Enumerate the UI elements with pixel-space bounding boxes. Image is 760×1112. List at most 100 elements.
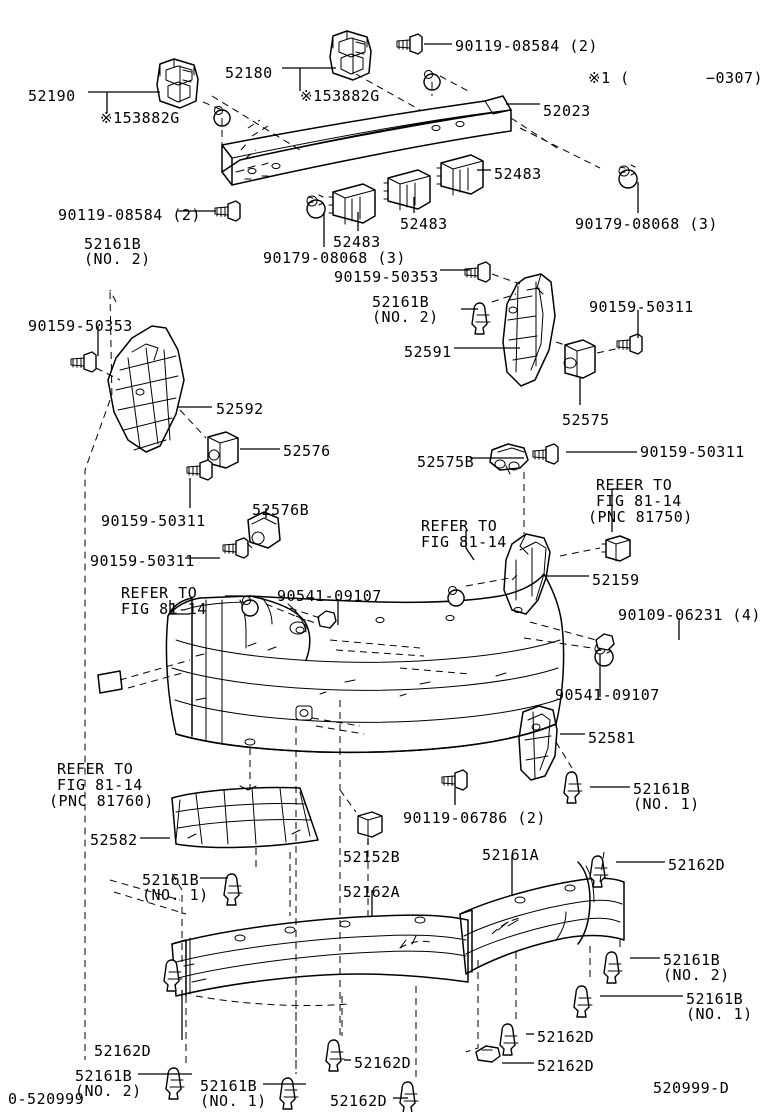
part-label-l90119a: 90119-08584 (2) [455,37,598,55]
bolt-90119-08584-top [396,33,423,55]
part-label-l52161Bh: 52161B [200,1077,258,1095]
clip-52162D-d [163,959,183,992]
part-label-l52576B: 52576B [252,501,310,519]
clip-52161B-no1-52581 [563,771,583,804]
part-label-l52161Be: 52161B [663,951,721,969]
part-label-l52180s: ※153882G [300,87,380,105]
part-label-l90159e: 90159-50311 [90,552,195,570]
reinforcement-beam-52023 [221,95,512,186]
part-label-lref1c: (PNC 81750) [588,508,693,526]
part-label-l52161Bg: 52161B [75,1067,133,1085]
part-label-lref2b: FIG 81-14 [421,533,507,551]
energy-absorber-52483-center [383,169,431,211]
part-label-l52161Bg2: (NO. 2) [75,1082,142,1100]
bolt-90159-50353-right [464,261,491,283]
grommet-refer-81714 [241,595,259,617]
retainer-52591-art [502,273,556,387]
part-label-l52161Bh2: (NO. 1) [200,1092,267,1110]
clip-52162D-c [475,1045,501,1063]
clip-52162D-f [399,1081,419,1112]
clip-52161B-no1-lower [573,985,593,1018]
part-label-l90159d: 90159-50311 [101,512,206,530]
cover-flange-52159 [503,533,551,615]
part-label-l52023: 52023 [543,102,591,120]
part-label-l90159b: 90159-50311 [589,298,694,316]
bolt-90159-50311-left-upper [186,459,213,481]
part-label-l52161Bd: 52161B [142,871,200,889]
part-label-l52180: 52180 [225,64,273,82]
bolt-90159-50353-left [70,351,97,373]
energy-absorber-52483-left [328,183,376,225]
part-label-l52162Df: 52162D [330,1092,388,1110]
bracket-52190-art [156,58,199,109]
clip-52161B-no2-lower [603,951,623,984]
part-label-l90541b: 90541-09107 [555,686,660,704]
clip-90541-09107-right [595,633,615,651]
part-label-l52152B: 52152B [343,848,401,866]
bumper-cover-52159 [165,573,565,754]
part-label-l52161Bd2: (NO. 1) [142,886,209,904]
lower-cover-52161A [459,861,625,975]
part-label-l90179b: 90179-08068 (3) [263,249,406,267]
part-label-l90119b: 90119-08584 (2) [58,206,201,224]
part-label-l52592: 52592 [216,400,264,418]
part-label-l52161Ba2: (NO. 2) [84,250,151,268]
support-52576B-art [247,511,281,549]
part-label-l52483b: 52483 [400,215,448,233]
part-label-l52161A: 52161A [482,846,540,864]
part-label-lref1: REFER TO [596,476,673,494]
footer-left-code: 0-520999 [8,1090,85,1108]
energy-absorber-52483-right [436,154,484,196]
part-label-l52575B: 52575B [417,453,475,471]
pad-pnc81760 [97,670,123,694]
part-label-l90109: 90109-06231 (4) [618,606,760,624]
part-label-l52483a: 52483 [494,165,542,183]
part-label-lref4: REFER TO [57,760,134,778]
part-label-l52162Db: 52162D [537,1028,595,1046]
part-label-lref1b: FIG 81-14 [596,492,682,510]
part-label-l52162A: 52162A [343,883,401,901]
clip-52162D-e [325,1039,345,1072]
part-label-lref4b: FIG 81-14 [57,776,143,794]
part-label-l52190s: ※153882G [100,109,180,127]
part-label-lnote: ※1 ( −0307) [588,69,760,87]
part-label-l52161Bc2: (NO. 1) [633,795,700,813]
clip-52161B-no2-right [471,302,491,335]
nut-90179-08068-left [306,194,326,219]
part-label-l52159: 52159 [592,571,640,589]
part-label-l52161Bb2: (NO. 2) [372,308,439,326]
bolt-90159-50311-cover [532,443,559,465]
part-label-l90119c: 90119-06786 (2) [403,809,546,827]
part-label-lref3: REFER TO [121,584,198,602]
clip-52162D-a [589,855,609,888]
part-label-l52581: 52581 [588,729,636,747]
lower-valance-52582 [171,785,319,849]
part-label-l52582: 52582 [90,831,138,849]
bolt-90159-50311-left-lower [222,537,249,559]
nut-90179-08068-right [618,164,638,189]
part-label-lref2: REFER TO [421,517,498,535]
part-label-l52161Bf: 52161B [686,990,744,1008]
bolt-90119-08584-left [214,200,241,222]
clip-52161B-no1-bottom [279,1077,299,1110]
part-label-l52483c: 52483 [333,233,381,251]
part-label-l52161Bc: 52161B [633,780,691,798]
part-label-l52161Bf2: (NO. 1) [686,1005,753,1023]
part-label-l52162Dd: 52162D [94,1042,152,1060]
part-label-l52161Ba: 52161B [84,235,142,253]
part-label-l90179a: 90179-08068 (3) [575,215,718,233]
grommet-pnc81760-left [447,585,465,607]
part-label-lref3b: FIG 81-14 [121,600,207,618]
part-label-l52162Dc: 52162D [537,1057,595,1075]
part-label-l90541a: 90541-09107 [277,587,382,605]
clip-pnc81750-art [601,535,631,562]
part-label-l90159a: 90159-50353 [334,268,439,286]
part-label-l52575: 52575 [562,411,610,429]
part-label-l52162Da: 52162D [668,856,726,874]
part-label-lref4c: (PNC 81760) [49,792,154,810]
support-52575B-art [489,443,529,475]
clip-52161B-no2-bottom [165,1067,185,1100]
footer-right-code: 520999-D [653,1079,730,1097]
